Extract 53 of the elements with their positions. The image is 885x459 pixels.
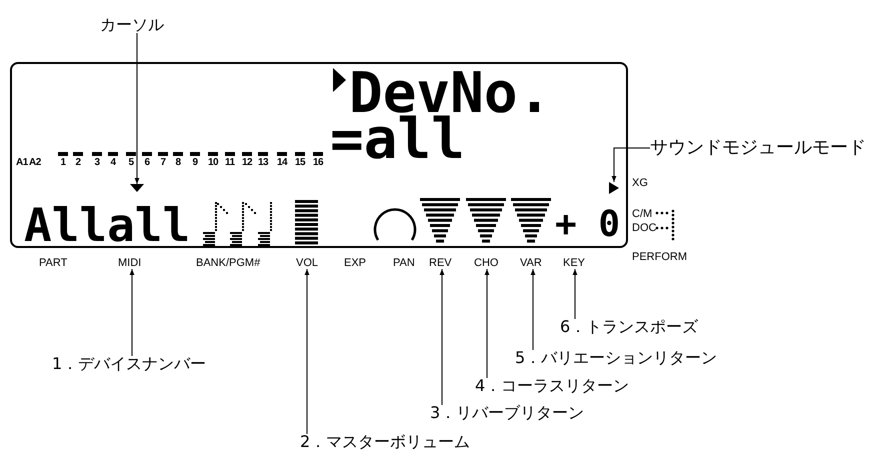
part-number: 8 [176, 158, 181, 168]
lcd-screen [10, 62, 628, 248]
field-label: PART [39, 258, 68, 269]
field-label: EXP [344, 258, 366, 269]
leader-line [484, 268, 490, 378]
mode-label: C/M [632, 209, 652, 220]
part-number: 16 [313, 158, 324, 168]
field-label: CHO [474, 258, 498, 269]
lcd-text: Allall [24, 202, 190, 248]
part-number: 7 [160, 158, 166, 168]
part-number: 9 [192, 158, 198, 168]
annotation-text: 4．コーラスリターン [475, 378, 630, 394]
mode-pointer [609, 182, 619, 194]
field-label: BANK/PGM# [196, 258, 260, 269]
part-number: 11 [225, 158, 235, 168]
part-number: 10 [208, 158, 218, 168]
leader-line [612, 148, 650, 182]
field-label: VOL [296, 258, 318, 269]
field-label: VAR [520, 258, 542, 269]
annotation-text: 6．トランスポーズ [560, 319, 698, 335]
leader-line [440, 268, 444, 406]
lcd-text: + 0 [555, 207, 620, 243]
part-number: 1 [60, 158, 66, 168]
leader-line [572, 268, 578, 320]
part-number: 6 [144, 158, 150, 168]
leader-line [134, 32, 140, 184]
part-number: 14 [277, 158, 288, 168]
annotation-text: 3．リバーブリターン [430, 405, 584, 421]
leader-line [304, 268, 310, 434]
cursor-marker [130, 184, 144, 192]
part-number: 15 [295, 158, 306, 168]
field-label: MIDI [118, 258, 142, 269]
annotation-text: カーソル [100, 17, 164, 33]
part-number: 4 [110, 158, 116, 168]
part-number: 13 [258, 158, 268, 168]
annotation-text: 2．マスターボリューム [300, 434, 470, 450]
mode-label: DOC [632, 223, 656, 234]
part-number: 12 [242, 158, 252, 168]
field-label: REV [429, 258, 452, 269]
part-number: A1 [16, 158, 28, 168]
mode-label: XG [632, 178, 648, 189]
part-number: 3 [94, 158, 100, 168]
part-number: 5 [128, 158, 134, 168]
mode-label: PERFORM [632, 252, 687, 263]
annotation-text: 5．バリエーションリターン [515, 350, 718, 366]
field-label: KEY [563, 258, 586, 269]
part-number: 2 [76, 158, 81, 168]
field-label: PAN [393, 258, 415, 269]
annotation-text: サウンドモジュールモード [650, 139, 866, 157]
annotation-text: 1．デバイスナンバー [52, 356, 206, 372]
leader-line [130, 268, 134, 356]
leader-line [530, 268, 536, 350]
part-number: A2 [29, 158, 41, 168]
